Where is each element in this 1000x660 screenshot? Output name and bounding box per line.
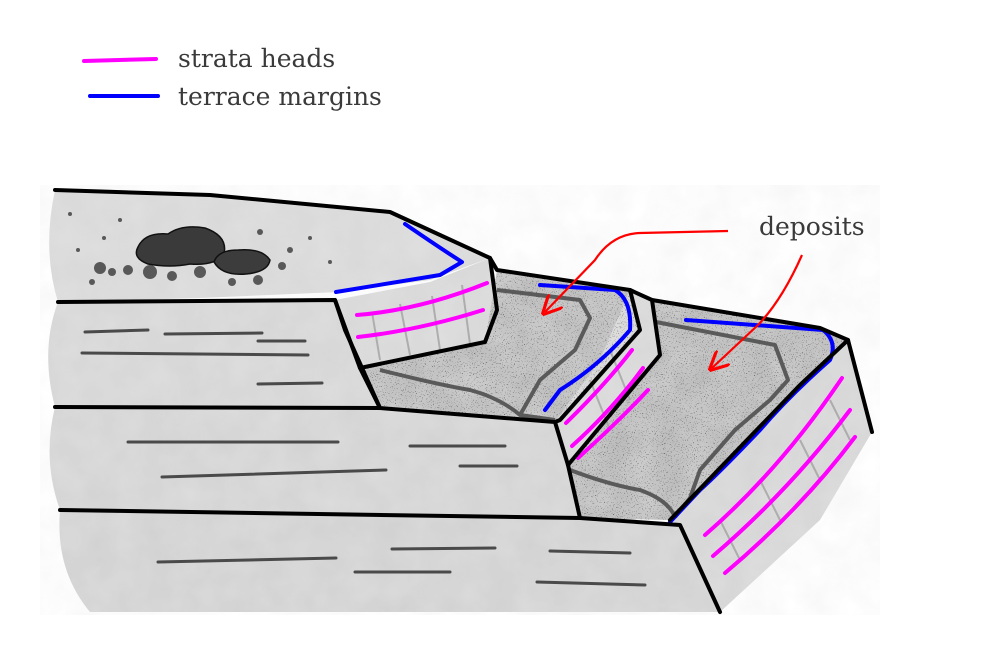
- landform: [40, 185, 880, 615]
- legend-swatch-magenta: [82, 57, 158, 63]
- legend-item-strata-heads: strata heads: [82, 44, 335, 73]
- legend-label-terrace-margins: terrace margins: [178, 82, 382, 111]
- strata-heads: [355, 281, 857, 575]
- legend-label-strata-heads: strata heads: [178, 44, 335, 73]
- plateau-boulders: [68, 212, 332, 286]
- bedding-lines: [80, 328, 647, 587]
- deposit-inner-outlines: [379, 288, 790, 519]
- arrow-to-deposit-2: [712, 254, 804, 368]
- outlines: [53, 188, 874, 614]
- boulder-small: [213, 248, 271, 275]
- legend-item-terrace-margins: terrace margins: [88, 82, 382, 111]
- arrow-to-deposit-1: [545, 229, 729, 312]
- legend: strata heads terrace margins: [82, 44, 382, 111]
- deposits-label: deposits: [759, 212, 865, 241]
- deposits-annotation: deposits: [545, 212, 865, 368]
